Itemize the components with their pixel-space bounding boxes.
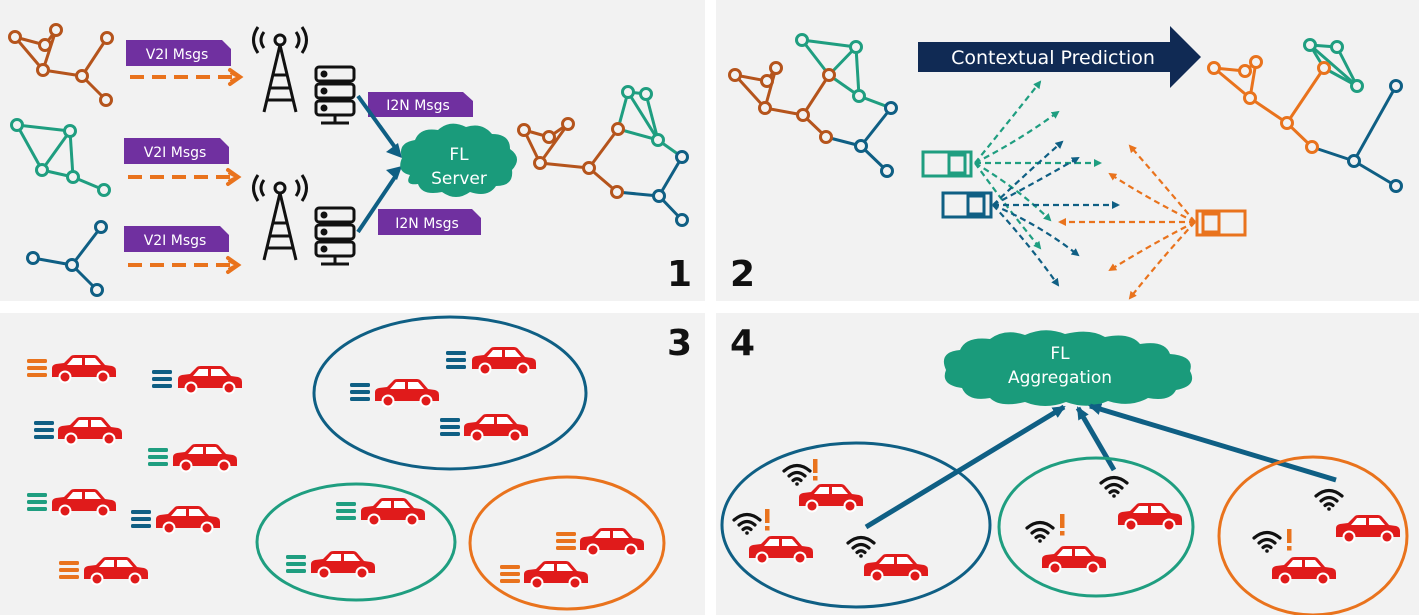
svg-text:I2N Msgs: I2N Msgs (395, 216, 459, 232)
data-stack-icon (59, 561, 79, 579)
v2i-label-3: V2I Msgs (124, 226, 229, 252)
vehicle-box-teal (921, 150, 973, 178)
v2i-label-1: V2I Msgs (126, 40, 231, 66)
fl-server-cloud: FL Server (400, 123, 518, 197)
vehicle-graph-blue (26, 220, 108, 297)
data-stack-icon (556, 532, 576, 550)
cluster-orange (468, 475, 666, 611)
panel-2-number: 2 (730, 254, 755, 295)
data-stack-icon (148, 448, 168, 466)
fl-server-label-1: FL (449, 145, 469, 165)
svg-text:I2N Msgs: I2N Msgs (386, 98, 450, 114)
cluster-blue (312, 315, 588, 471)
client-cluster-blue (720, 441, 992, 609)
v2i-arrows (128, 77, 236, 265)
data-stack-icon (152, 370, 172, 388)
vehicle-graph-teal (10, 118, 111, 197)
i2n-arrowheads (386, 143, 402, 180)
panel2-graph-left (728, 33, 898, 178)
data-stack-icon (27, 493, 47, 511)
panel-1-number: 1 (667, 254, 692, 295)
i2n-label-2: I2N Msgs (378, 209, 481, 235)
i2n-label-1: I2N Msgs (368, 92, 473, 117)
combined-graph (517, 85, 689, 227)
panel-4-number: 4 (730, 323, 755, 364)
data-stack-icon (131, 510, 151, 528)
data-stack-icon (350, 383, 370, 401)
contextual-prediction-arrow: Contextual Prediction (918, 26, 1201, 88)
vehicle-box-orange (1195, 209, 1247, 237)
client-cluster-teal (997, 456, 1195, 598)
fl-aggregation-label-1: FL (1050, 344, 1070, 364)
fl-aggregation-cloud: FL Aggregation (943, 330, 1193, 406)
prediction-fan-blue (992, 140, 1120, 287)
panel2-graph-right (1207, 38, 1403, 193)
v2i-arrowheads (226, 68, 244, 274)
data-stack-icon (500, 565, 520, 583)
alert-icon (813, 459, 818, 481)
svg-text:V2I Msgs: V2I Msgs (146, 47, 209, 63)
alert-icon (765, 509, 770, 531)
client-cluster-orange (1217, 455, 1409, 615)
data-stack-icon (440, 418, 460, 436)
v2i-label-2: V2I Msgs (124, 138, 229, 164)
svg-text:Contextual Prediction: Contextual Prediction (951, 47, 1155, 69)
vehicle-box-blue (941, 191, 993, 219)
data-stack-icon (286, 555, 306, 573)
data-stack-icon (336, 502, 356, 520)
svg-text:V2I Msgs: V2I Msgs (144, 233, 207, 249)
panel-3-number: 3 (667, 323, 692, 364)
data-stack-icon (27, 359, 47, 377)
data-stack-icon (34, 421, 54, 439)
svg-text:V2I Msgs: V2I Msgs (144, 145, 207, 161)
fl-server-label-2: Server (431, 169, 487, 189)
fl-aggregation-label-2: Aggregation (1008, 368, 1112, 388)
vehicle-graph-orange (8, 23, 114, 107)
i2n-arrows (356, 94, 399, 234)
data-stack-icon (446, 351, 466, 369)
prediction-fan-orange (1058, 144, 1196, 300)
cluster-teal (255, 482, 457, 602)
alert-icon (1060, 514, 1065, 536)
alert-icon (1287, 529, 1292, 551)
